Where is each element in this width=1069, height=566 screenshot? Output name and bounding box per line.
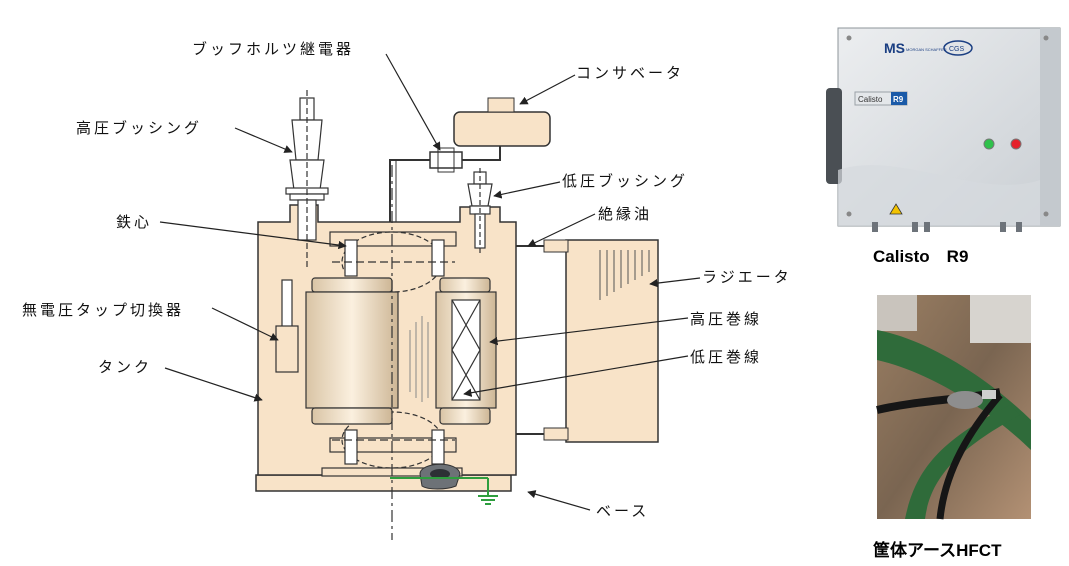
buchholz-relay-body [429,147,463,173]
cgs-logo-icon [943,40,973,56]
green-led-icon [983,138,995,150]
label-radiator: ラジエータ [702,268,792,286]
label-lv-winding: 低圧巻線 [690,348,763,366]
label-lv-bushing: 低圧ブッシング [562,172,689,190]
hfct-sensor [390,463,498,505]
conservator [389,97,551,222]
hfct-caption: 筐体アースHFCT [873,541,1002,560]
device-logo: CGS [949,46,965,53]
label-buchholz-relay: ブッフホルツ継電器 [192,40,355,58]
radiator [516,239,659,443]
device-brand-sub: MORGAN SCHAFFER [906,47,947,52]
leader-lines [159,53,701,511]
warning-icon [889,203,903,215]
label-hv-winding: 高圧巻線 [690,310,763,328]
label-hv-bushing: 高圧ブッシング [76,119,203,137]
label-tap-changer: 無電圧タップ切換器 [22,301,185,319]
label-insulating-oil: 絶縁油 [598,205,653,223]
device-model-suffix: R9 [893,95,904,104]
coil-right [409,277,497,425]
lv-bushing [467,168,493,256]
label-core: 鉄心 [116,213,153,231]
label-tank: タンク [98,358,153,376]
hv-bushing [285,90,329,270]
device-brand: MS [884,40,905,56]
tap-changer [275,279,299,373]
red-led-icon [1010,138,1022,150]
device-model-plate: Calisto [858,95,883,104]
label-conservator: コンサベータ [576,64,685,82]
calisto-caption: Calisto R9 [873,247,969,266]
label-base: ベース [596,502,650,520]
calisto-device: MS MORGAN SCHAFFER CGS Calisto R9 [826,27,1061,232]
hfct-photo [876,295,1031,520]
coil-left [305,277,399,425]
